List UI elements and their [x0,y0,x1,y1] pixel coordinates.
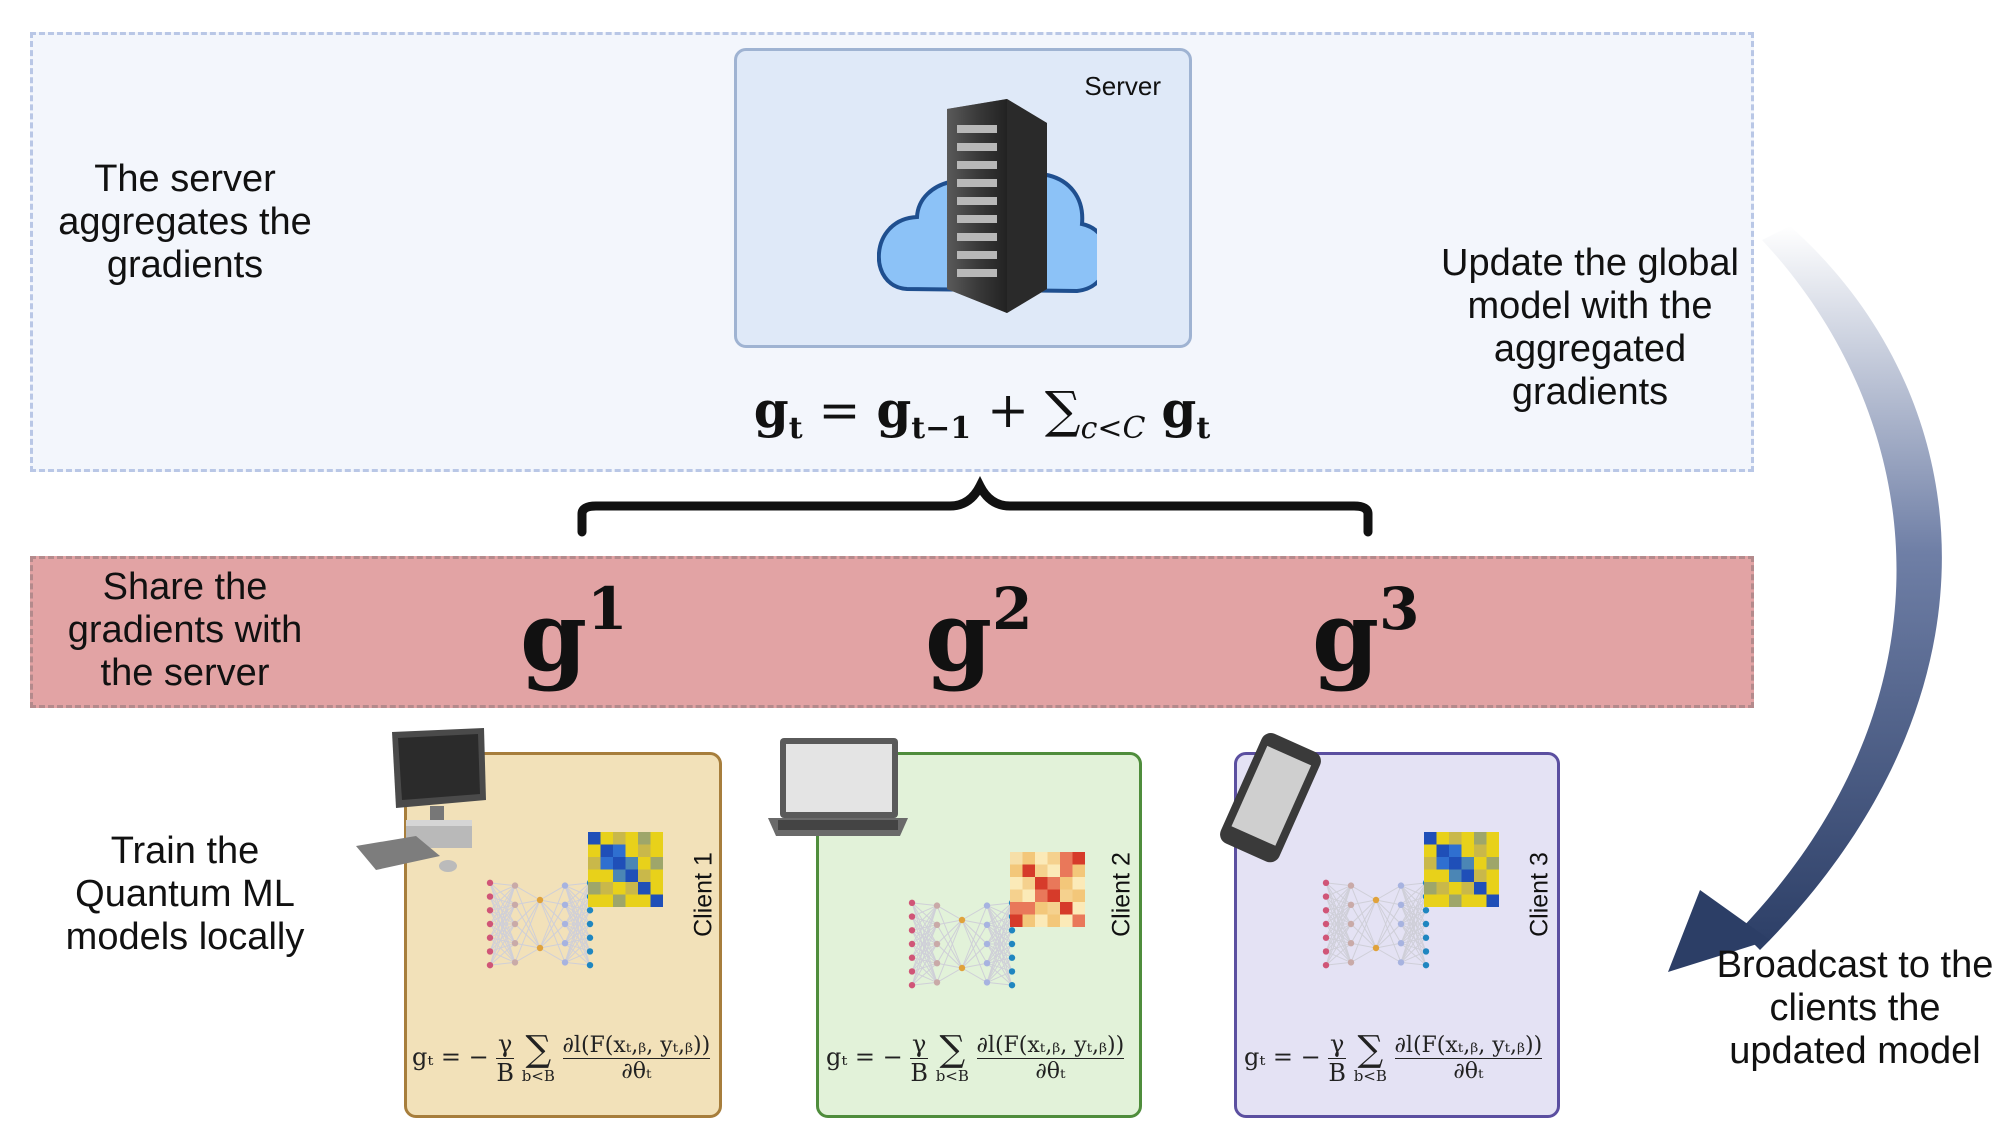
client-3-model-icon [1322,832,1499,969]
aggregation-brace [577,475,1373,537]
client-gradient-3: g3 [1312,575,1420,693]
client-gradient-2: g2 [925,575,1033,693]
client-2-model-icon [908,852,1085,989]
client-card-1 [404,752,722,1118]
server-title: Server [1084,71,1161,101]
share-step-label: Share the gradients with the server [67,566,303,694]
client-1-model-icon [486,832,663,969]
share-gradients-band [30,556,1754,708]
broadcast-step-label: Broadcast to the clients the updated mod… [1716,944,1994,1072]
desktop-computer-icon [356,728,486,872]
broadcast-arrow [1668,226,1942,972]
smartphone-icon [1220,733,1321,863]
update-step-label: Update the global model with the aggrega… [1441,242,1739,413]
server-card: Server [734,48,1192,348]
train-step-label: Train the Quantum ML models locally [65,830,305,958]
server-aggregation-formula: gt = gt−1 + ∑c<C gt [753,380,1211,446]
laptop-icon [768,738,908,836]
client-gradient-1: g1 [520,575,628,693]
server-cloud-icon [877,99,1097,313]
server-step-label: The server aggregates the gradients [58,158,312,286]
